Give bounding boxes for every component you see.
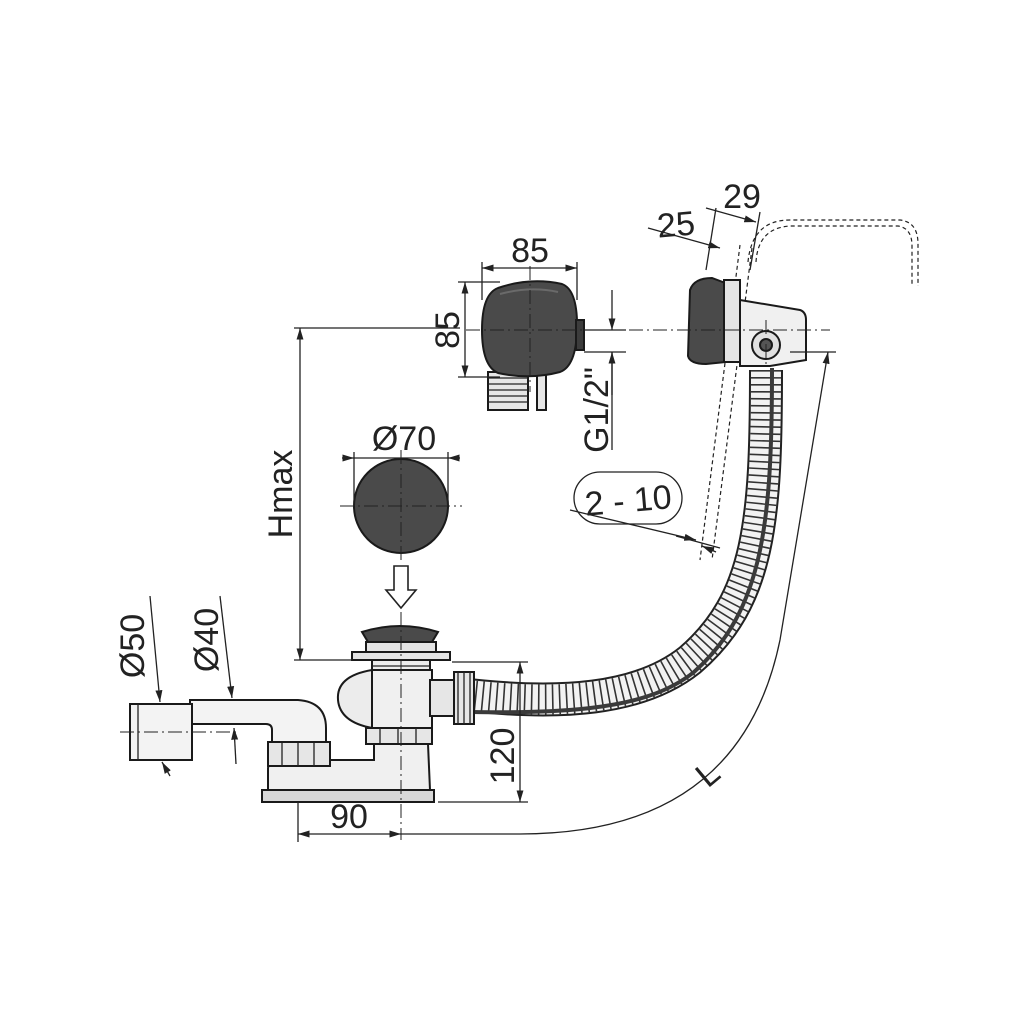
dim-label-depth-29: 29 <box>723 178 761 216</box>
dim-plug-diameter: Ø70 <box>342 420 460 506</box>
plug-top-view <box>340 450 462 564</box>
dim-wall-thickness: 2 - 10 <box>569 471 721 554</box>
dim-outlet-outer: Ø50 <box>114 595 171 777</box>
overflow-side-view <box>605 219 919 561</box>
dim-label-plug-diameter: Ø70 <box>372 420 436 458</box>
dim-overflow-width: 85 <box>481 232 578 300</box>
dim-label-overflow-height: 85 <box>429 311 467 349</box>
dim-label-trap-height: 120 <box>484 728 522 785</box>
dim-outlet-inner: Ø40 <box>188 595 239 765</box>
dim-label-thread: G1/2" <box>578 367 616 453</box>
dim-overflow-depth: 25 29 <box>647 178 761 271</box>
overflow-cover-front-view <box>466 266 598 411</box>
dim-thread: G1/2" <box>578 290 626 453</box>
hose-connector-nut <box>429 671 475 725</box>
dim-hmax: Hmax <box>262 327 460 661</box>
dim-label-drain-offset: 90 <box>330 798 368 836</box>
dim-label-outlet-inner: Ø40 <box>188 608 226 672</box>
overflow-threaded-nipple <box>487 369 547 411</box>
dim-label-depth-25: 25 <box>656 204 697 245</box>
bowden-cable <box>399 367 774 715</box>
down-arrow-icon <box>384 565 418 610</box>
flexible-hose <box>399 367 783 717</box>
waste-trap <box>120 612 475 840</box>
dim-overflow-height: 85 <box>429 281 500 378</box>
dim-label-hmax: Hmax <box>262 450 300 539</box>
overflow-cover <box>480 280 579 378</box>
dim-drain-offset: 90 <box>297 798 401 842</box>
dim-label-cable-length: L <box>688 754 727 795</box>
dim-label-overflow-width: 85 <box>511 232 549 270</box>
dim-label-outlet-outer: Ø50 <box>114 614 152 678</box>
dim-trap-height: 120 <box>438 661 528 803</box>
overflow-cover-side <box>686 276 730 366</box>
